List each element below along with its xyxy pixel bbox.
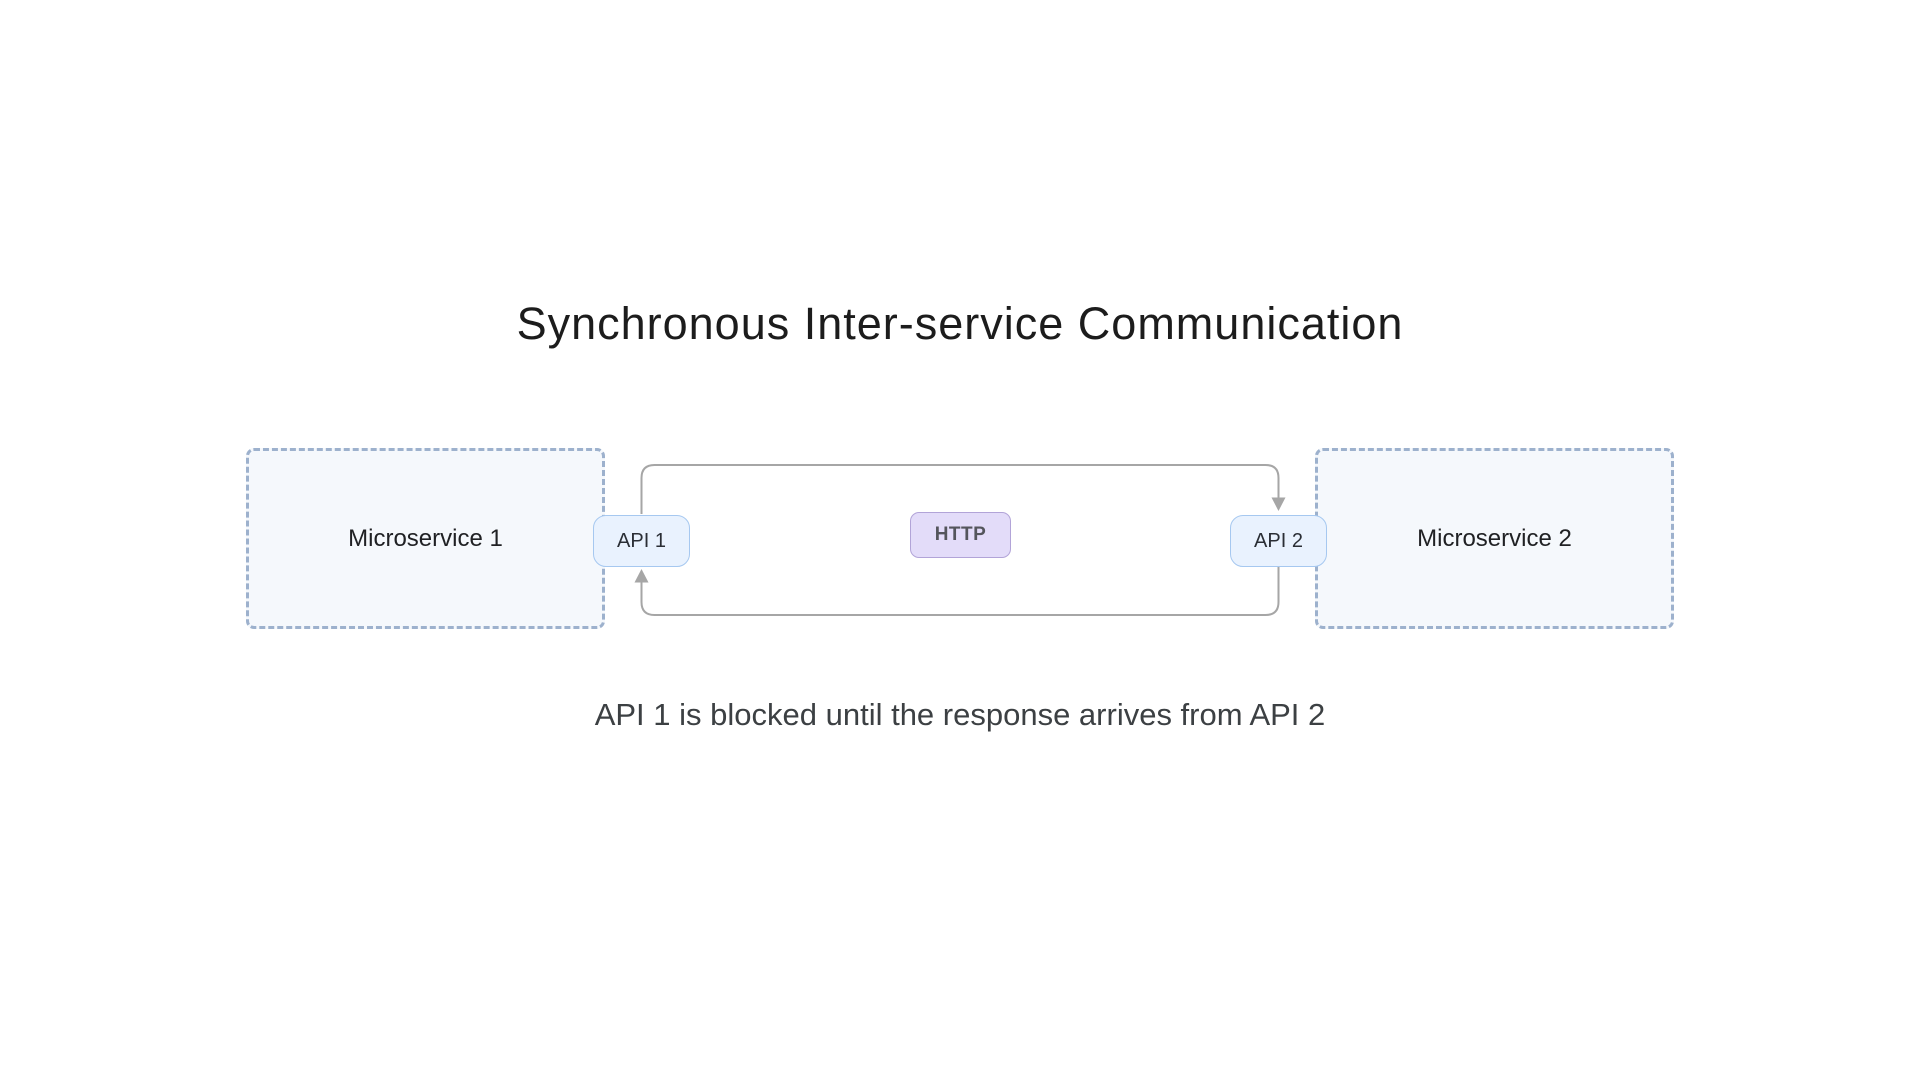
request-arrow <box>640 464 1286 514</box>
microservice-2-node: Microservice 2 <box>1315 448 1674 629</box>
microservice-1-label: Microservice 1 <box>348 524 503 552</box>
diagram-caption: API 1 is blocked until the response arri… <box>594 697 1326 732</box>
http-protocol-label: HTTP <box>934 524 987 545</box>
microservice-2-label: Microservice 2 <box>1417 524 1572 552</box>
api-2-label: API 2 <box>1254 529 1303 552</box>
api-1-label: API 1 <box>617 529 666 552</box>
diagram-title: Synchronous Inter-service Communication <box>516 298 1404 349</box>
arrowhead-down-icon <box>1271 497 1286 511</box>
api-1-node: API 1 <box>593 515 690 567</box>
api-2-node: API 2 <box>1230 515 1327 567</box>
arrowhead-up-icon <box>634 569 649 583</box>
microservice-1-node: Microservice 1 <box>246 448 605 629</box>
response-arrow <box>634 566 1280 616</box>
http-protocol-node: HTTP <box>910 512 1011 558</box>
